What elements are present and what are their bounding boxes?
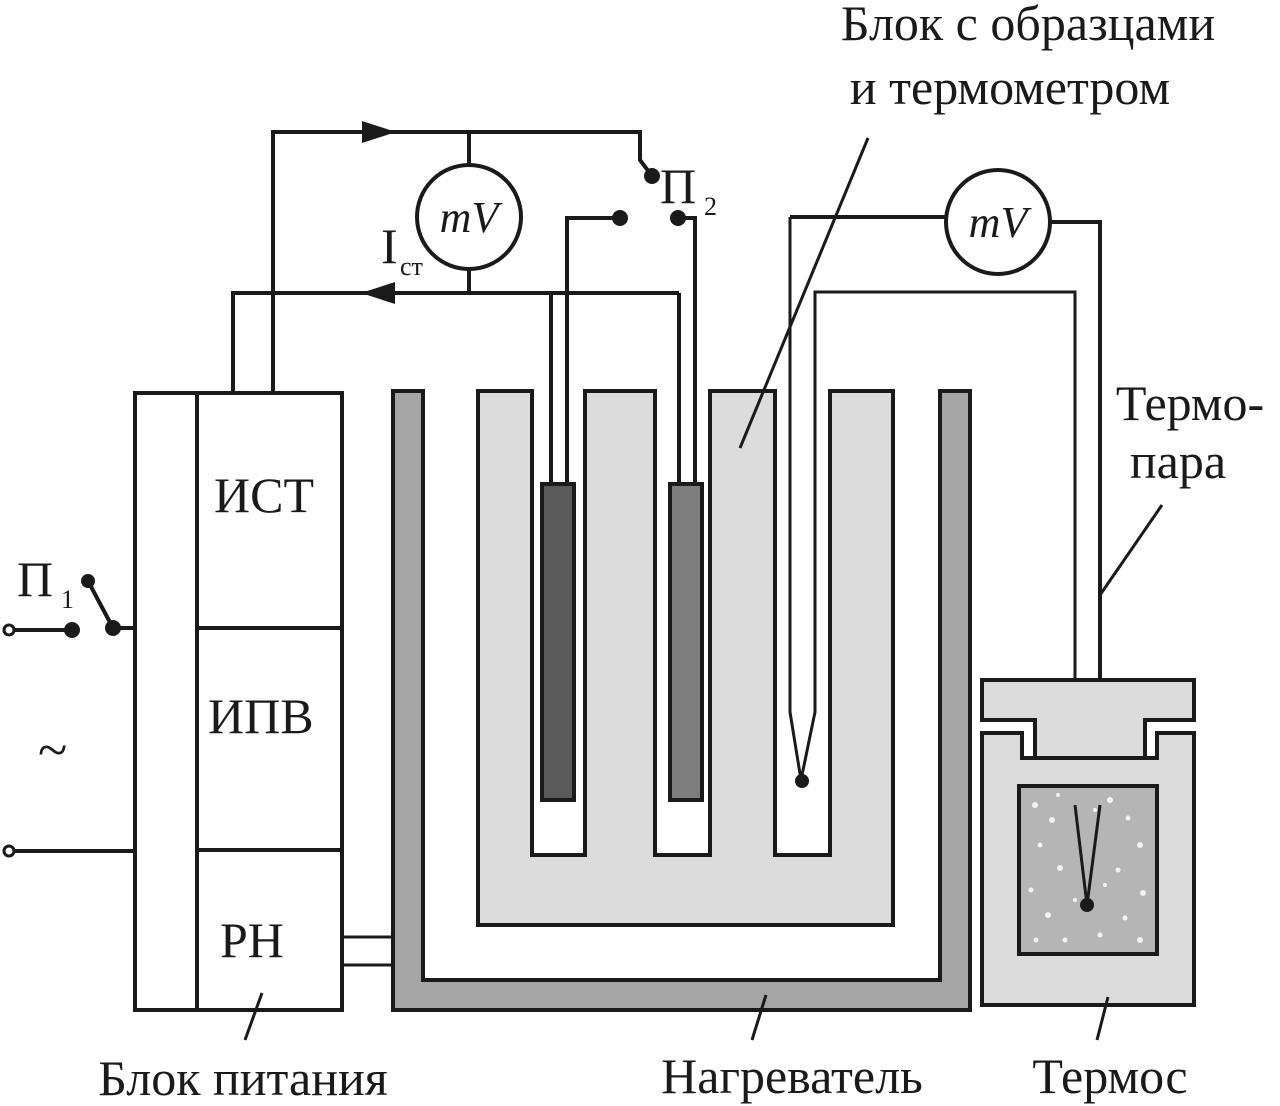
millivoltmeter-right bbox=[944, 168, 1052, 276]
leader-power-unit bbox=[243, 992, 264, 1041]
p2-common-contact bbox=[644, 168, 660, 184]
sample-block bbox=[476, 389, 895, 927]
leader-sample-block bbox=[738, 137, 870, 449]
millivoltmeter-left bbox=[415, 163, 523, 271]
sample-medium bbox=[668, 482, 704, 802]
caption-sample-block-1: Блок с образцами bbox=[841, 0, 1215, 51]
ac-symbol: ~ bbox=[38, 720, 67, 780]
caption-thermos: Термос bbox=[1032, 1048, 1187, 1104]
mains-terminal-top bbox=[2, 623, 16, 637]
p2-index: 2 bbox=[704, 192, 717, 221]
p1-contact-fixed bbox=[64, 622, 80, 638]
sample-dark-lead-right bbox=[565, 216, 620, 484]
rn-label: РН bbox=[220, 912, 284, 968]
ipv-label: ИПВ bbox=[208, 688, 314, 744]
mv-left-label: mV bbox=[440, 193, 504, 242]
heater-shell bbox=[391, 389, 972, 1012]
p1-index: 1 bbox=[61, 585, 74, 614]
p1-label: П bbox=[17, 551, 53, 607]
current-arrow-right bbox=[362, 121, 396, 143]
current-arrow-left bbox=[361, 282, 395, 304]
ist-out-wire bbox=[271, 130, 654, 393]
leader-heater bbox=[750, 994, 768, 1041]
sample-dark bbox=[540, 482, 576, 802]
ice-bubbles bbox=[1028, 793, 1146, 943]
ist-return-wire bbox=[231, 291, 679, 393]
caption-thermocouple-1: Термо- bbox=[1116, 375, 1264, 431]
p1-blade[interactable] bbox=[86, 580, 115, 629]
p1-blade-tip bbox=[81, 574, 95, 588]
caption-sample-block-2: и термометром bbox=[850, 59, 1170, 115]
ist-current-index: ст bbox=[400, 252, 423, 281]
caption-power-unit: Блок питания bbox=[98, 1050, 387, 1106]
thermometer-lead bbox=[788, 217, 1077, 805]
thermos-lid bbox=[980, 678, 1196, 760]
ist-current-label: I bbox=[381, 218, 398, 274]
leader-thermocouple bbox=[1098, 504, 1164, 596]
ist-label: ИСТ bbox=[214, 467, 314, 523]
ice-bath bbox=[1017, 784, 1159, 956]
mv-right-label: mV bbox=[969, 198, 1033, 247]
p2-label: П bbox=[660, 158, 696, 214]
mv-right-lead-right bbox=[1050, 220, 1102, 805]
p2-contact-a[interactable] bbox=[612, 210, 628, 226]
mains-terminal-bottom bbox=[2, 844, 16, 858]
cold-junction-dot bbox=[1080, 898, 1094, 912]
power-unit-frame bbox=[133, 391, 344, 1012]
p2-contact-b[interactable] bbox=[670, 210, 686, 226]
caption-heater: Нагреватель bbox=[661, 1048, 923, 1104]
leader-thermos bbox=[1095, 996, 1110, 1041]
caption-thermocouple-2: пара bbox=[1130, 433, 1226, 489]
thermometer-junction bbox=[795, 774, 809, 788]
